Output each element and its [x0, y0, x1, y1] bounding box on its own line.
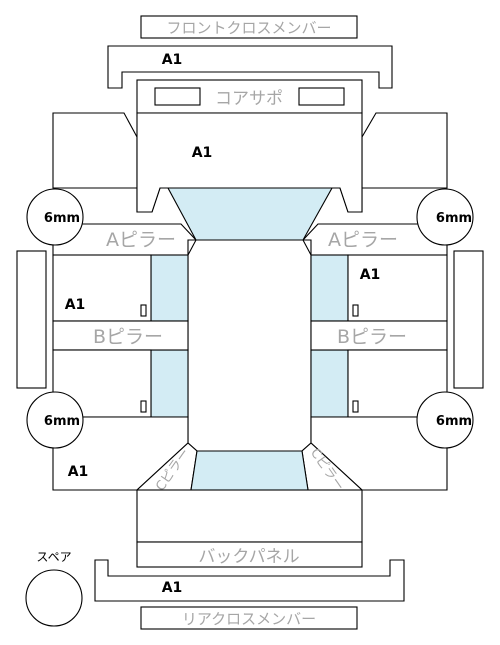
- rear-cross-member-grade: A1: [162, 580, 183, 596]
- a-pillar-right[interactable]: Aピラー: [301, 223, 448, 256]
- front-left-wheel[interactable]: 6mm: [26, 188, 84, 246]
- trunk-lid[interactable]: [136, 489, 363, 543]
- core-support[interactable]: コアサポ: [136, 79, 363, 114]
- a-pillar-right-label: Aピラー: [328, 229, 398, 251]
- core-support-label: コアサポ: [215, 89, 283, 109]
- side-glass-right: [310, 254, 349, 322]
- rear-right-wheel[interactable]: 6mm: [416, 391, 474, 449]
- rear-side-glass-right: [310, 349, 349, 418]
- rear-cross-member-bracket[interactable]: A1: [94, 559, 405, 602]
- b-pillar-right-label: Bピラー: [337, 326, 407, 348]
- hood[interactable]: A1: [136, 112, 363, 213]
- back-panel-label: バックパネル: [198, 547, 299, 567]
- b-pillar-left-label: Bピラー: [93, 326, 163, 348]
- rear-cross-member[interactable]: リアクロスメンバー: [140, 606, 358, 630]
- rear-left-quarter-grade: A1: [68, 464, 89, 480]
- front-right-door[interactable]: A1: [347, 254, 448, 322]
- front-cross-member[interactable]: フロントクロスメンバー: [140, 15, 358, 39]
- hood-grade: A1: [192, 145, 213, 161]
- headlight-left: [154, 87, 201, 106]
- front-left-wheel-label: 6mm: [44, 211, 80, 226]
- windshield: [167, 187, 333, 241]
- left-side-skirt[interactable]: [16, 250, 47, 389]
- rear-right-wheel-label: 6mm: [436, 414, 472, 429]
- a-pillar-left-label: Aピラー: [106, 229, 176, 251]
- a-pillar-left[interactable]: Aピラー: [52, 223, 198, 256]
- front-right-wheel[interactable]: 6mm: [416, 188, 474, 246]
- front-cross-member-bracket[interactable]: A1: [107, 45, 393, 89]
- rear-window: [190, 450, 309, 491]
- rear-left-wheel[interactable]: 6mm: [26, 391, 84, 449]
- rear-right-door-handle: [352, 400, 359, 413]
- b-pillar-right[interactable]: Bピラー: [310, 320, 448, 351]
- rear-cross-member-label: リアクロスメンバー: [182, 610, 316, 628]
- spare-tire-label: スペア: [36, 550, 71, 564]
- back-panel[interactable]: バックパネル: [136, 541, 363, 568]
- front-cross-member-grade: A1: [162, 52, 183, 68]
- rear-side-glass-left: [150, 349, 189, 418]
- side-glass-left: [150, 254, 189, 322]
- front-right-wheel-label: 6mm: [436, 211, 472, 226]
- front-cross-member-label: フロントクロスメンバー: [166, 19, 331, 37]
- b-pillar-left[interactable]: Bピラー: [52, 320, 189, 351]
- rear-left-door-handle: [140, 400, 147, 413]
- headlight-right: [298, 87, 345, 106]
- right-side-skirt[interactable]: [453, 250, 484, 389]
- front-right-door-grade: A1: [360, 267, 381, 283]
- spare-tire[interactable]: スペア: [25, 550, 83, 627]
- front-right-door-handle: [352, 304, 359, 317]
- roof[interactable]: [187, 239, 312, 452]
- front-left-door-handle: [140, 304, 147, 317]
- rear-left-wheel-label: 6mm: [44, 414, 80, 429]
- rear-left-door-grade: A1: [65, 297, 86, 313]
